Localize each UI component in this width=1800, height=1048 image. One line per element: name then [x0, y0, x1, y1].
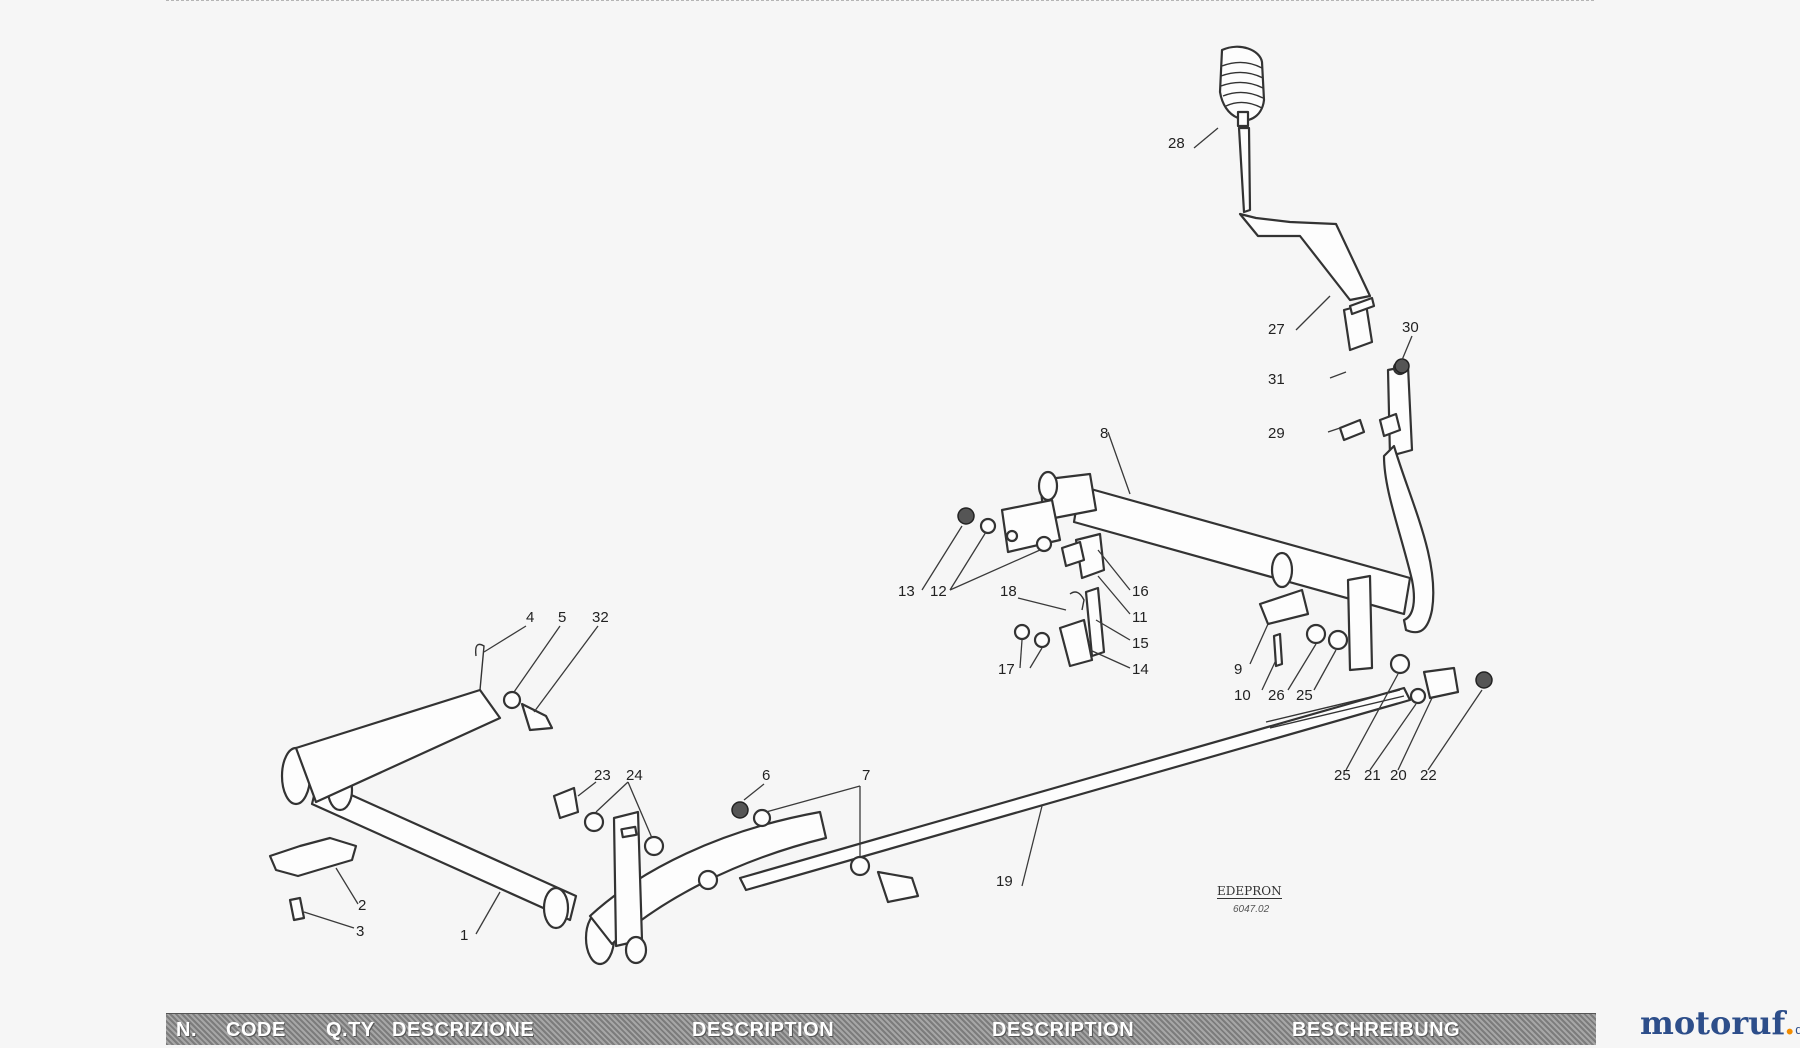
callout-29: 29 — [1268, 425, 1285, 442]
callout-27: 27 — [1268, 321, 1285, 338]
callout-12: 12 — [930, 583, 947, 600]
pin-7 — [876, 870, 920, 904]
callout-21: 21 — [1364, 767, 1381, 784]
callout-23: 23 — [594, 767, 611, 784]
rod-19 — [738, 686, 1412, 892]
brand-logo[interactable]: motoruf.de — [1640, 1004, 1800, 1042]
callout-14: 14 — [1132, 661, 1149, 678]
nut-13 — [957, 507, 975, 525]
washer-7a — [752, 808, 772, 828]
split-pin-18 — [1069, 591, 1085, 611]
callout-15: 15 — [1132, 635, 1149, 652]
callout-31: 31 — [1268, 371, 1285, 388]
brand-tld: de — [1795, 1022, 1800, 1037]
gear-lever-knob — [1218, 45, 1266, 128]
leader-lines — [303, 127, 1483, 935]
callout-5: 5 — [558, 609, 566, 626]
callout-8: 8 — [1100, 425, 1108, 442]
callout-22: 22 — [1420, 767, 1437, 784]
callout-25b: 25 — [1334, 767, 1351, 784]
callout-30: 30 — [1402, 319, 1419, 336]
split-pin-4 — [474, 643, 485, 691]
callout-28: 28 — [1168, 135, 1185, 152]
brand-dot: . — [1784, 1004, 1796, 1042]
washer-25b — [1389, 653, 1411, 675]
callout-labels: 28 27 30 31 29 8 13 12 16 11 18 15 17 14… — [356, 135, 1437, 944]
header-description-en: DESCRIPTION — [692, 1019, 835, 1041]
callout-32: 32 — [592, 609, 609, 626]
header-beschreibung: BESCHREIBUNG — [1292, 1019, 1461, 1041]
washer-17b — [1033, 631, 1051, 649]
washer-24a — [583, 811, 605, 833]
callout-17: 17 — [998, 661, 1015, 678]
callout-6: 6 — [762, 767, 770, 784]
connector-20 — [1422, 666, 1460, 700]
washer-24b — [643, 835, 665, 857]
header-n: N. — [176, 1019, 197, 1041]
callout-4: 4 — [526, 609, 534, 626]
screw-3 — [288, 896, 306, 922]
callout-11: 11 — [1132, 609, 1148, 626]
drawing-code: 6047.02 — [1233, 904, 1270, 915]
nut-21 — [1409, 687, 1427, 705]
axle-bar-1 — [280, 688, 828, 966]
callout-25: 25 — [1296, 687, 1313, 704]
callout-1: 1 — [460, 927, 468, 944]
lever-shaft — [1382, 444, 1435, 634]
pin-32 — [520, 702, 554, 732]
nut-6 — [731, 801, 749, 819]
manufacturer-stamp: EDEPRON — [1217, 884, 1282, 899]
header-description-fr: DESCRIPTION — [992, 1019, 1135, 1041]
lever-bracket — [1378, 360, 1414, 458]
nut-30 — [1394, 358, 1410, 374]
bracket-9 — [1258, 588, 1310, 626]
callout-16: 16 — [1132, 583, 1149, 600]
callout-20: 20 — [1390, 767, 1407, 784]
parts-table-header: N. CODE Q.TY DESCRIZIONE DESCRIPTION DES… — [166, 1013, 1596, 1045]
header-qty: Q.TY — [326, 1019, 375, 1041]
bolt-29 — [1338, 418, 1366, 442]
plate-right — [1346, 574, 1374, 672]
washer-25 — [1327, 629, 1349, 651]
washer-5 — [502, 690, 522, 710]
gear-lever-arm — [1237, 126, 1376, 352]
bracket-2 — [268, 836, 358, 878]
callout-2: 2 — [358, 897, 366, 914]
callout-7: 7 — [862, 767, 870, 784]
callout-10: 10 — [1234, 687, 1251, 704]
pivot-16 — [1074, 532, 1106, 580]
brand-name: motoruf — [1640, 1004, 1785, 1042]
callout-13: 13 — [898, 583, 915, 600]
washer-17a — [1013, 623, 1031, 641]
washer-26 — [1305, 623, 1327, 645]
callout-18: 18 — [1000, 583, 1017, 600]
callout-3: 3 — [356, 923, 364, 940]
callout-19: 19 — [996, 873, 1013, 890]
callout-24: 24 — [626, 767, 643, 784]
header-descrizione: DESCRIZIONE — [392, 1019, 535, 1041]
bolt-10 — [1272, 632, 1284, 668]
pin-15 — [1084, 586, 1106, 658]
top-divider — [166, 0, 1594, 1]
washer-7b — [849, 855, 871, 877]
clip-23 — [552, 786, 580, 820]
nut-22 — [1475, 671, 1493, 689]
pin-14 — [1058, 618, 1094, 668]
callout-9: 9 — [1234, 661, 1242, 678]
header-code: CODE — [226, 1019, 286, 1041]
callout-26: 26 — [1268, 687, 1285, 704]
